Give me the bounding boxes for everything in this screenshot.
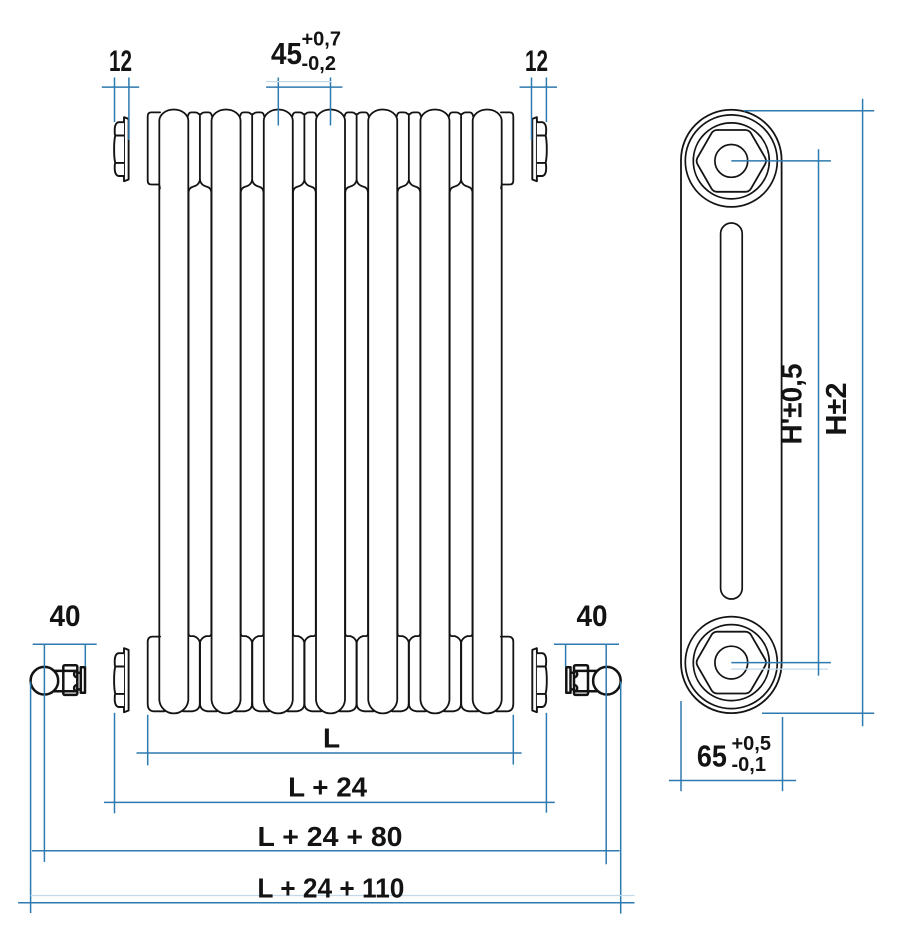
svg-text:H'±0,5: H'±0,5 [777, 364, 809, 445]
svg-text:12: 12 [109, 45, 132, 78]
svg-text:-0,2: -0,2 [302, 53, 336, 75]
svg-text:45: 45 [271, 36, 302, 71]
svg-text:H±2: H±2 [821, 383, 853, 436]
svg-text:12: 12 [525, 45, 548, 78]
svg-text:+0,5: +0,5 [732, 733, 771, 755]
svg-text:L: L [323, 723, 340, 754]
svg-text:-0,1: -0,1 [732, 754, 766, 776]
svg-text:L + 24 + 110: L + 24 + 110 [257, 873, 404, 904]
svg-text:40: 40 [50, 600, 81, 633]
svg-text:65: 65 [697, 738, 727, 773]
svg-text:40: 40 [577, 600, 608, 633]
svg-text:+0,7: +0,7 [302, 28, 341, 50]
svg-text:L + 24 + 80: L + 24 + 80 [258, 821, 403, 852]
svg-text:L + 24: L + 24 [288, 772, 367, 803]
